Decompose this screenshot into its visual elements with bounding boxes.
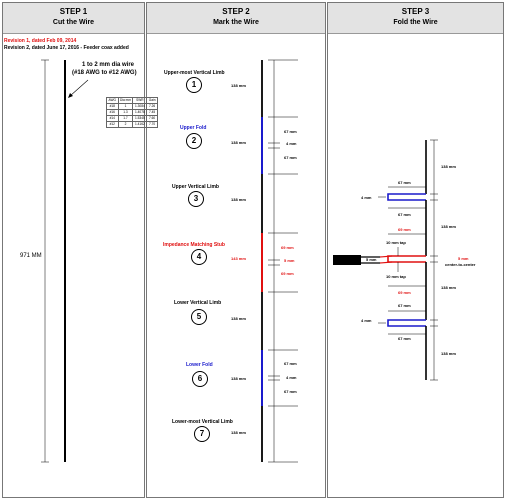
section-4-length: 143 mm (231, 256, 246, 261)
lower-fold-top-length: 67 mm (398, 303, 411, 308)
section-6-label: Lower Fold (186, 362, 213, 368)
section-6-part-2: 4 mm (286, 375, 297, 380)
section-5-length: 138 mm (231, 316, 246, 321)
step2-panel: STEP 2 Mark the Wire (146, 2, 326, 498)
lower-fold-bottom-length: 67 mm (398, 336, 411, 341)
wire-note-2: (#18 AWG to #12 AWG) (72, 70, 137, 76)
section-7-number: 7 (194, 426, 210, 442)
section-1-length: 138 mm (231, 83, 246, 88)
coax-feeder (333, 255, 393, 265)
step3-header: STEP 3 Fold the Wire (328, 3, 503, 34)
step1-panel: STEP 1 Cut the Wire (2, 2, 145, 498)
table-row: #12 2 1.4162 7.70 (106, 121, 158, 128)
section-3-label: Upper Vertical Limb (172, 184, 219, 190)
step2-ticks (268, 59, 298, 463)
step2-subtitle: Mark the Wire (213, 19, 259, 26)
upper-fold-top-length: 67 mm (398, 180, 411, 185)
section-6-number: 6 (192, 371, 208, 387)
tap-bottom-label: 10 mm tap (386, 274, 406, 279)
upper-fold-gap-length: 4 mm (361, 195, 372, 200)
folded-wire (387, 140, 427, 380)
section-3-length: 138 mm (231, 197, 246, 202)
section-4-part-2: 5 mm (284, 258, 295, 263)
section-6-length: 138 mm (231, 376, 246, 381)
revision-2: Revision 2, dated June 17, 2016 - Feeder… (4, 45, 129, 51)
section-3-number: 3 (188, 191, 204, 207)
lower-fold-gap-length: 4 mm (361, 318, 372, 323)
section-4-part-3: 69 mm (281, 271, 294, 276)
tap-top-label: 10 mm tap (386, 240, 406, 245)
wire-length-label: 971 MM (20, 253, 42, 259)
step1-title: STEP 1 (59, 7, 88, 16)
wire-note-1: 1 to 2 mm dia wire (82, 62, 135, 68)
section-7-label: Lower-most Vertical Limb (172, 419, 233, 425)
upper-limb-length: 138 mm (441, 224, 456, 229)
step3-subtitle: Fold the Wire (393, 19, 438, 26)
awg-table: AWG Dia mm SWR Gain #18 1 1.3084 7.26 #1… (106, 97, 158, 128)
section-6-part-1: 67 mm (284, 361, 297, 366)
section-2-part-1: 67 mm (284, 129, 297, 134)
center-spacing-label: 5 mm (458, 256, 469, 261)
step3-dimensions (378, 139, 438, 381)
revision-1: Revision 1, dated Feb 09, 2014 (4, 38, 77, 44)
stub-bottom-length: 69 mm (398, 290, 411, 295)
section-4-part-1: 69 mm (281, 245, 294, 250)
fold-top-limb-length: 138 mm (441, 164, 456, 169)
step1-subtitle: Cut the Wire (52, 19, 95, 26)
section-4-number: 4 (191, 249, 207, 265)
step3-panel: STEP 3 Fold the Wire (327, 2, 504, 498)
section-5-number: 5 (191, 309, 207, 325)
section-7-length: 138 mm (231, 430, 246, 435)
section-2-part-3: 67 mm (284, 155, 297, 160)
section-5-label: Lower Vertical Limb (174, 300, 222, 306)
table-cell: 2 (117, 121, 134, 128)
upper-fold-bottom-length: 67 mm (398, 212, 411, 217)
step2-header: STEP 2 Mark the Wire (147, 3, 325, 34)
feed-gap-label: 5 mm (366, 257, 377, 262)
step2-title: STEP 2 (222, 7, 250, 16)
section-1-number: 1 (186, 77, 202, 93)
stub-top-length: 69 mm (398, 227, 411, 232)
center-spacing-note: center-to-center (445, 262, 476, 267)
section-4-label: Impedance Matching Stub (163, 242, 225, 248)
step1-header: STEP 1 Cut the Wire (3, 3, 144, 34)
section-6-part-3: 67 mm (284, 389, 297, 394)
step3-title: STEP 3 (401, 7, 430, 16)
wire-note-arrow (69, 79, 89, 97)
section-2-label: Upper Fold (180, 125, 207, 131)
table-cell: 1.4162 (132, 121, 148, 128)
lower-limb-length: 138 mm (441, 285, 456, 290)
section-2-number: 2 (186, 133, 202, 149)
table-row: #14 1.7 1.5345 7.60 (106, 115, 158, 122)
wire-note-arrowhead (68, 93, 73, 98)
section-2-part-2: 4 mm (286, 141, 297, 146)
section-2-length: 138 mm (231, 140, 246, 145)
section-1-label: Upper-most Vertical Limb (164, 70, 225, 76)
bottom-limb-length: 138 mm (441, 351, 456, 356)
table-cell: 7.70 (146, 121, 158, 128)
